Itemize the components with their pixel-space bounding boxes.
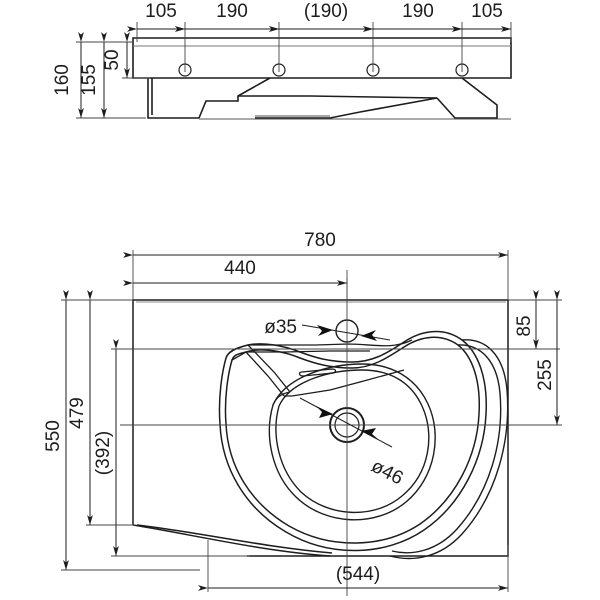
dim-label-190-b: 190 — [402, 1, 434, 22]
dim-label-85: 85 — [514, 315, 535, 336]
plan-left-dimensions — [63, 290, 119, 570]
side-vertical-ext-lines — [76, 41, 150, 119]
plan-top-dimensions — [123, 252, 508, 286]
dim-label-160: 160 — [52, 64, 73, 96]
dim-label-50: 50 — [102, 49, 123, 70]
plan-right-dimensions — [533, 290, 560, 425]
dim-label-105-left: 105 — [145, 1, 177, 22]
plan-counter-outline — [132, 299, 509, 557]
side-bowl-profile — [198, 77, 438, 119]
leader-dia35: ø35 — [264, 317, 391, 341]
dim-label-544: (544) — [336, 564, 380, 585]
dia35-label: ø35 — [264, 317, 297, 338]
plan-left-ext-lines — [61, 299, 250, 571]
side-vertical-dimensions — [78, 32, 130, 118]
side-left-apron — [147, 78, 199, 119]
plan-left-bottom-edge — [132, 524, 333, 557]
dim-label-255: 255 — [535, 359, 556, 391]
dim-label-780: 780 — [304, 230, 336, 251]
side-elevation-view: 105 190 (190) 190 105 160 155 50 — [52, 1, 512, 120]
plan-rim-shelf-facets — [225, 339, 413, 406]
plan-right-ext-lines — [508, 299, 562, 426]
plan-basin-right-tail — [389, 339, 509, 560]
dim-label-105-right: 105 — [471, 1, 503, 22]
plan-basin-inner-bowl — [268, 363, 436, 521]
plan-bottom-ext-lines — [207, 540, 509, 592]
dim-label-190-a: 190 — [216, 1, 248, 22]
side-right-apron — [436, 77, 498, 119]
plan-top-ext-lines — [132, 250, 509, 300]
dim-label-155: 155 — [79, 64, 100, 96]
dim-label-392: (392) — [93, 431, 114, 475]
dim-label-479: 479 — [67, 397, 88, 429]
dim-label-440: 440 — [224, 258, 256, 279]
side-body-outline — [132, 37, 512, 79]
dim-label-190-bracketed: (190) — [304, 1, 348, 22]
dim-label-550: 550 — [43, 420, 64, 452]
overflow-slot — [298, 368, 337, 377]
